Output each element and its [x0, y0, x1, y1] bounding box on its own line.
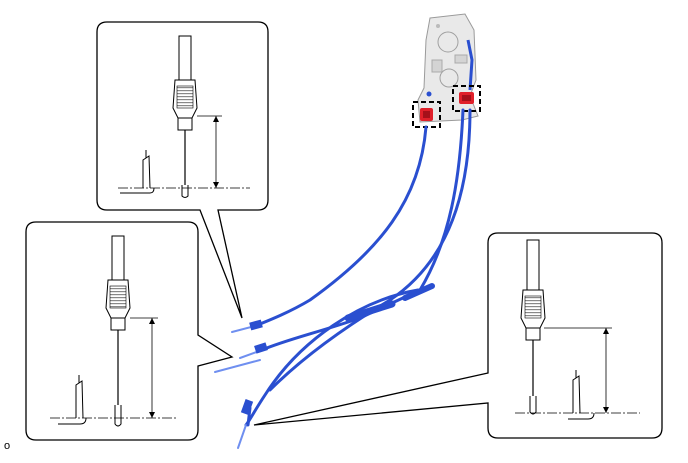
cable-end-icon [75, 375, 84, 419]
cables [214, 108, 472, 449]
callout-right [253, 232, 663, 439]
callout-left [25, 221, 234, 441]
figure-id-label: o [4, 440, 11, 452]
control-unit [417, 13, 479, 123]
connector-right [452, 85, 481, 112]
cable-end-icon [572, 370, 581, 414]
screwdriver-icon [105, 235, 131, 427]
screwdriver-icon [520, 239, 546, 415]
cable-end-icon [142, 150, 151, 189]
callout-top-left [96, 21, 269, 319]
